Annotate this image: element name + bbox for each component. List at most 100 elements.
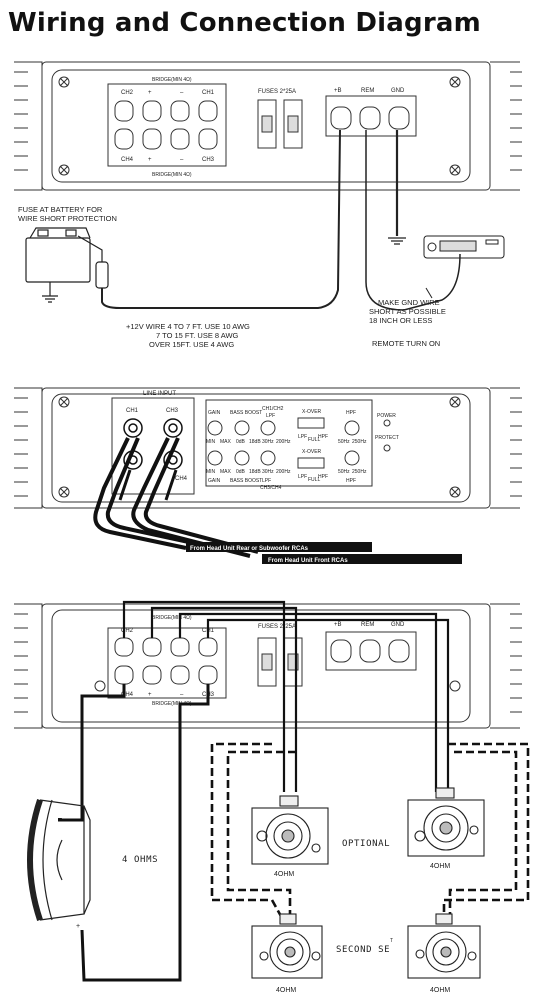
speaker-terminals-bottom xyxy=(114,637,218,685)
minus-label: – xyxy=(180,90,184,96)
fuses-label-b: FUSES 2*25A xyxy=(258,624,296,630)
fuse-note-line1: FUSE AT BATTERY FOR xyxy=(18,205,103,214)
lpf-small-label: LPF xyxy=(298,434,307,440)
rca-cables xyxy=(93,418,259,558)
battery-section xyxy=(25,129,461,311)
ground-note-line2: SHORT AS POSSIBLE xyxy=(369,307,446,316)
from-front-rca-label: From Head Unit Front RCAs xyxy=(268,558,348,564)
hz250-label: 250Hz xyxy=(352,439,367,445)
hz30-label: 30Hz xyxy=(262,439,274,445)
gain-label: GAIN xyxy=(208,410,221,416)
minus-label-2: – xyxy=(180,157,184,163)
rca-ch3-label: CH3 xyxy=(166,408,179,414)
xover-label: X-OVER xyxy=(302,409,322,415)
ch3-label: CH3 xyxy=(202,157,215,163)
plus-label-b: + xyxy=(148,692,152,698)
page-title: Wiring and Connection Diagram xyxy=(8,8,481,38)
ch12-label: CH1/CH2 xyxy=(262,406,284,412)
full-label-2: FULL xyxy=(308,477,320,483)
plus-label: + xyxy=(148,90,152,96)
lpf-label-bottom: LPF xyxy=(262,478,271,484)
second-set-sup: T xyxy=(390,938,393,944)
sub-minus-label: – xyxy=(58,815,62,822)
amp-top-labels: BRIDGE(MIN 4Ω) CH2 + – CH1 CH4 + – CH3 B… xyxy=(121,77,405,178)
ohm-label-2: 4OHM xyxy=(430,863,450,870)
power-wire-line2: 7 TO 15 FT. USE 8 AWG xyxy=(156,331,239,340)
inline-fuse-icon xyxy=(95,261,109,289)
full-label: FULL xyxy=(308,437,320,443)
hpf-small-label: HPF xyxy=(318,434,328,440)
power-terminals-top xyxy=(330,106,410,130)
front-rca-label-bar xyxy=(262,554,462,564)
hz200-label: 200Hz xyxy=(276,439,291,445)
battery-icon xyxy=(25,237,91,283)
ch34-label: CH3/CH4 xyxy=(260,485,282,491)
min-label: MIN xyxy=(206,439,216,445)
heatsink-fins-top xyxy=(14,61,522,191)
rem-label-b: REM xyxy=(361,622,374,628)
ch2-label: CH2 xyxy=(121,90,134,96)
xover-label-2: X-OVER xyxy=(302,449,322,455)
lpf-label-top: LPF xyxy=(266,413,275,419)
ch4-label: CH4 xyxy=(121,157,134,163)
speaker-second-left xyxy=(251,913,323,979)
bplus-label-b: +B xyxy=(334,622,342,628)
db18-label-2: 18dB xyxy=(249,469,261,475)
hz30-label-2: 30Hz xyxy=(262,469,274,475)
bass-boost-label-2: BASS BOOST xyxy=(230,478,262,484)
plus-label-2: + xyxy=(148,157,152,163)
top-notes: FUSE AT BATTERY FOR WIRE SHORT PROTECTIO… xyxy=(18,205,446,349)
bplus-label: +B xyxy=(334,88,342,94)
rear-rca-label-bar xyxy=(186,542,372,552)
remote-turn-on-label: REMOTE TURN ON xyxy=(372,339,440,348)
db18-label: 18dB xyxy=(249,439,261,445)
max-label: MAX xyxy=(220,439,232,445)
line-input-label: LINE INPUT xyxy=(143,391,176,397)
min-label-2: MIN xyxy=(206,469,216,475)
ground-note-line3: 18 INCH OR LESS xyxy=(369,316,432,325)
knobs-ch12 xyxy=(207,417,360,436)
bridge-label-top: BRIDGE(MIN 4Ω) xyxy=(152,77,192,83)
ground-note-arrow xyxy=(425,287,433,299)
lpf-small-label-2: LPF xyxy=(298,474,307,480)
bridge-label-bottom: BRIDGE(MIN 4Ω) xyxy=(152,172,192,178)
amplifier-bottom xyxy=(14,603,522,729)
hpf-label: HPF xyxy=(346,410,356,416)
ohm-label-4: 4OHM xyxy=(430,987,450,994)
protect-label: PROTECT xyxy=(375,435,399,441)
gain-label-2: GAIN xyxy=(208,478,221,484)
bridge-label-bottom-amp: BRIDGE(MIN 4Ω) xyxy=(152,615,192,621)
db0-label: 0dB xyxy=(236,439,246,445)
hpf-small-label-2: HPF xyxy=(318,474,328,480)
gnd-label-b: GND xyxy=(391,622,405,628)
ch4-label-b: CH4 xyxy=(121,692,134,698)
fuses-label: FUSES 2*25A xyxy=(258,89,296,95)
power-wire-line3: OVER 15FT. USE 4 AWG xyxy=(149,340,234,349)
amp-mid-labels: LINE INPUT CH1 CH3 CH4 GAIN BASS BOOST C… xyxy=(126,391,399,564)
hz250-label-2: 250Hz xyxy=(352,469,367,475)
db0-label-2: 0dB xyxy=(236,469,246,475)
hz50-label: 50Hz xyxy=(338,439,350,445)
second-set-label: SECOND SE xyxy=(336,945,390,955)
ohm-label-3: 4OHM xyxy=(276,987,296,994)
hz50-label-2: 50Hz xyxy=(338,469,350,475)
subwoofer-icon xyxy=(27,799,91,921)
gnd-label: GND xyxy=(391,88,405,94)
minus-label-b: – xyxy=(180,692,184,698)
from-rear-rca-label: From Head Unit Rear or Subwoofer RCAs xyxy=(190,546,309,552)
max-label-2: MAX xyxy=(220,469,232,475)
amplifier-middle xyxy=(14,387,522,509)
sub-ohms-label: 4 OHMS xyxy=(122,855,158,865)
bridge-label-bottom-amp-2: BRIDGE(MIN 4Ω) xyxy=(152,701,192,707)
power-wire-line1: +12V WIRE 4 TO 7 FT. USE 10 AWG xyxy=(126,322,250,331)
optional-wires xyxy=(210,742,530,919)
power-label: POWER xyxy=(377,413,396,419)
rca-ch1-label: CH1 xyxy=(126,408,139,414)
speaker-second-right xyxy=(407,913,481,979)
sub-plus-label: + xyxy=(76,923,80,930)
speaker-main-right xyxy=(407,787,485,857)
speaker-terminals-top xyxy=(114,100,218,150)
ground-note-line1: MAKE GND WIRE xyxy=(378,298,440,307)
speaker-main-left xyxy=(251,795,329,865)
